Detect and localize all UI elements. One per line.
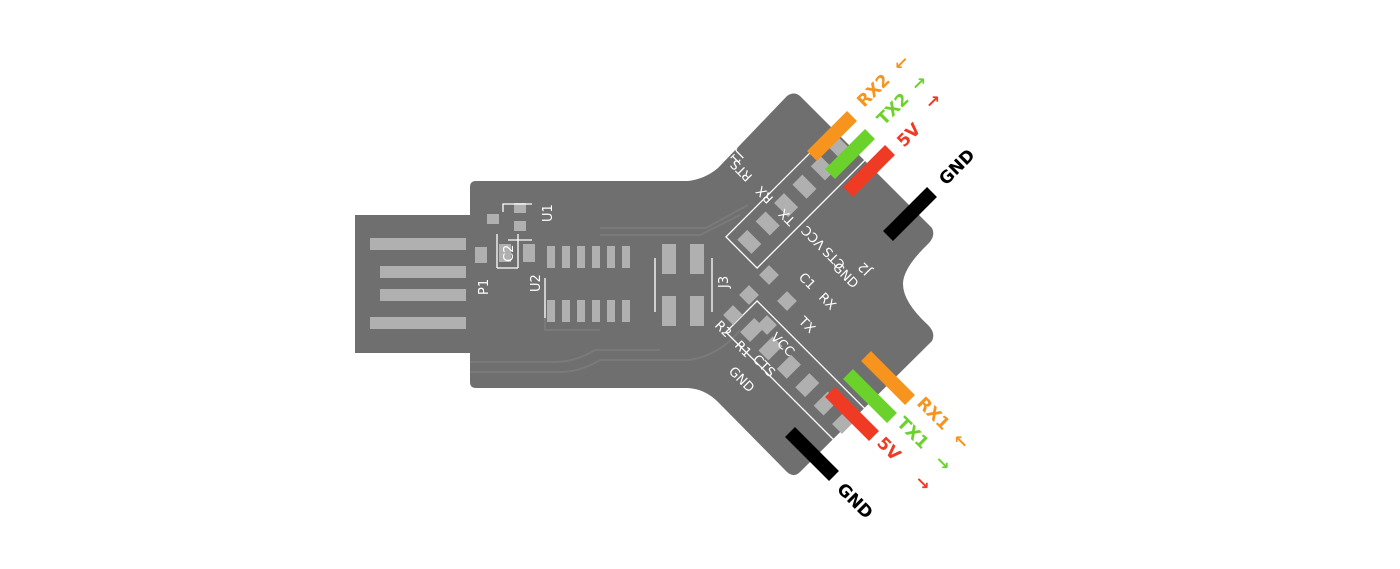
bottom-label-gnd: GND	[832, 479, 876, 523]
u1-label: U1	[541, 204, 556, 222]
top-arrow-5v-icon: →	[921, 89, 945, 113]
u2-pads	[547, 246, 630, 322]
bottom-wire-5v	[825, 387, 879, 441]
usb-contact	[370, 238, 466, 250]
usb-contact	[380, 266, 466, 278]
top-wire-gnd	[883, 187, 937, 241]
top-arrow-rx2-icon: ←	[889, 51, 913, 75]
j3-component	[654, 244, 713, 326]
bottom-arrow-5v-icon: →	[910, 471, 934, 495]
bottom-arrow-tx1-icon: →	[930, 451, 954, 475]
top-wire-tx2	[825, 129, 875, 179]
usb-contacts	[370, 238, 466, 329]
usb-plug	[355, 215, 480, 353]
j3-label: J3	[717, 276, 732, 289]
passive-pads	[723, 265, 797, 335]
board-body	[470, 93, 934, 475]
c2-label: C2	[502, 245, 517, 262]
u1-component	[475, 203, 535, 263]
bottom-wire-rx1	[861, 351, 915, 405]
usb-contact	[380, 289, 466, 301]
usb-contact	[370, 317, 466, 329]
bottom-wire-gnd	[785, 427, 839, 481]
bottom-arrow-rx1-icon: ←	[948, 429, 972, 453]
top-wire-5v	[843, 145, 895, 197]
top-wire-rx2	[807, 111, 857, 161]
u2-label: U2	[529, 274, 544, 292]
c2-outline	[502, 203, 532, 241]
bottom-label-5v: 5V	[872, 433, 904, 465]
p1-label: P1	[477, 279, 492, 295]
top-label-gnd: GND	[935, 145, 979, 189]
top-label-5v: 5V	[893, 119, 925, 151]
bottom-wire-tx1	[843, 369, 897, 423]
